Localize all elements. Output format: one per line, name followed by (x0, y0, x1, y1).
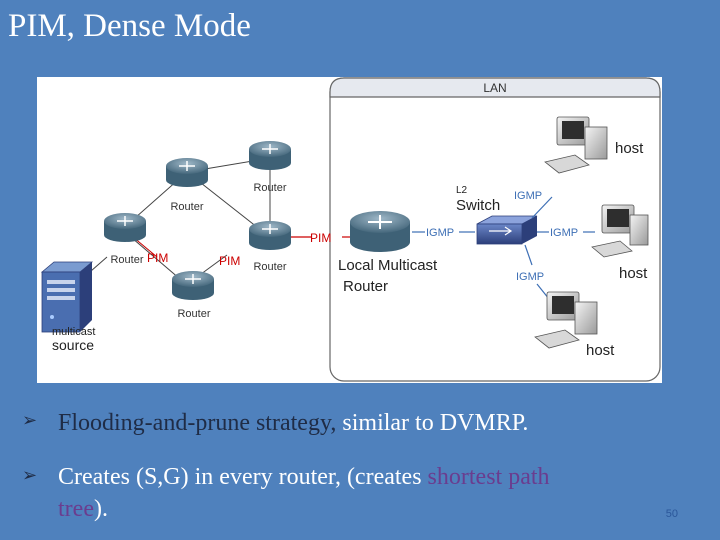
router-label: Router (177, 308, 210, 320)
router-icon (166, 158, 208, 187)
multicast-source-server-icon (40, 261, 94, 333)
bullet-text: Creates (S,G) in every router, (creates (58, 464, 428, 490)
local-router-icon (350, 211, 410, 252)
pim-label: PIM (147, 251, 168, 265)
pim-label: PIM (310, 231, 331, 245)
page-number: 50 (665, 508, 678, 520)
bullet-arrow-icon: ➢ (22, 465, 38, 486)
switch-icon (476, 215, 538, 245)
router-label: Router (110, 254, 143, 266)
igmp-label: IGMP (516, 271, 544, 283)
router-icon (172, 271, 214, 300)
switch-label: Switch (456, 197, 500, 214)
source-label-line1: multicast (52, 326, 95, 338)
host-computer-icon (544, 116, 608, 174)
source-label-line2: source (52, 337, 94, 353)
bullet-text: similar to DVMRP. (336, 410, 529, 436)
router-icon (249, 141, 291, 170)
host-label: host (619, 265, 648, 282)
host-label: host (586, 342, 615, 359)
bullet-emphasis: shortest path (427, 464, 550, 490)
igmp-label: IGMP (426, 227, 454, 239)
pim-label: PIM (219, 254, 240, 268)
router-icon (249, 221, 291, 250)
network-diagram: LAN Router Router (37, 77, 662, 383)
switch-label-small: L2 (456, 185, 468, 196)
host-label: host (615, 140, 644, 157)
router-label: Router (170, 201, 203, 213)
local-router-label-line1: Local Multicast (338, 257, 438, 274)
bullet-emphasis: tree (58, 496, 94, 522)
slide-title: PIM, Dense Mode (8, 8, 251, 44)
bullet-emphasis: Flooding-and-prune strategy, (58, 410, 337, 436)
router-label: Router (253, 261, 286, 273)
bullet-arrow-icon: ➢ (22, 410, 38, 431)
host-computer-icon (534, 291, 598, 349)
igmp-label: IGMP (514, 190, 542, 202)
host-computer-icon (591, 204, 649, 258)
router-label: Router (253, 182, 286, 194)
lan-label: LAN (483, 81, 506, 95)
router-icon (104, 213, 146, 242)
igmp-label: IGMP (550, 227, 578, 239)
bullet-text: ). (93, 496, 108, 522)
local-router-label-line2: Router (343, 278, 388, 295)
